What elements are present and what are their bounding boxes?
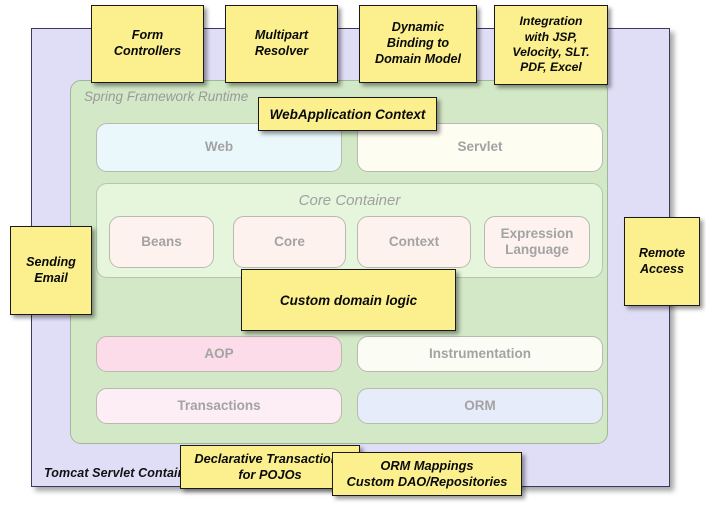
note-webapplication-context[interactable]: WebApplication Context — [258, 97, 437, 131]
module-servlet[interactable]: Servlet — [357, 123, 603, 172]
module-context-label: Context — [388, 233, 440, 249]
module-context[interactable]: Context — [357, 216, 471, 268]
module-instrumentation[interactable]: Instrumentation — [357, 336, 603, 372]
note-custom-domain-logic[interactable]: Custom domain logic — [241, 269, 456, 331]
module-orm-label: ORM — [464, 397, 496, 413]
module-expression-language-label: Expression Language — [500, 225, 574, 257]
module-aop-label: AOP — [204, 345, 234, 361]
module-orm[interactable]: ORM — [357, 388, 603, 424]
module-core[interactable]: Core — [233, 216, 346, 268]
module-beans[interactable]: Beans — [109, 216, 214, 268]
module-core-label: Core — [274, 233, 305, 249]
note-remote-access[interactable]: Remote Access — [624, 217, 700, 306]
core-container-label: Core Container — [298, 192, 401, 209]
module-transactions[interactable]: Transactions — [96, 388, 342, 424]
module-servlet-label: Servlet — [457, 139, 503, 155]
module-web[interactable]: Web — [96, 123, 342, 172]
module-aop[interactable]: AOP — [96, 336, 342, 372]
note-integration-views[interactable]: Integration with JSP, Velocity, SLT. PDF… — [494, 5, 608, 85]
module-web-label: Web — [204, 139, 234, 155]
module-expression-language[interactable]: Expression Language — [484, 216, 590, 268]
spring-framework-runtime-label: Spring Framework Runtime — [84, 89, 249, 104]
note-form-controllers[interactable]: Form Controllers — [91, 5, 204, 83]
note-dynamic-binding[interactable]: Dynamic Binding to Domain Model — [359, 5, 477, 83]
module-transactions-label: Transactions — [177, 397, 261, 413]
note-multipart-resolver[interactable]: Multipart Resolver — [225, 5, 338, 83]
module-instrumentation-label: Instrumentation — [428, 345, 531, 361]
module-beans-label: Beans — [141, 233, 182, 249]
note-declarative-transactions[interactable]: Declarative Transactions for POJOs — [180, 445, 360, 489]
note-sending-email[interactable]: Sending Email — [10, 226, 92, 315]
note-orm-mappings[interactable]: ORM Mappings Custom DAO/Repositories — [332, 452, 522, 496]
tomcat-servlet-container-label: Tomcat Servlet Container — [44, 466, 198, 480]
